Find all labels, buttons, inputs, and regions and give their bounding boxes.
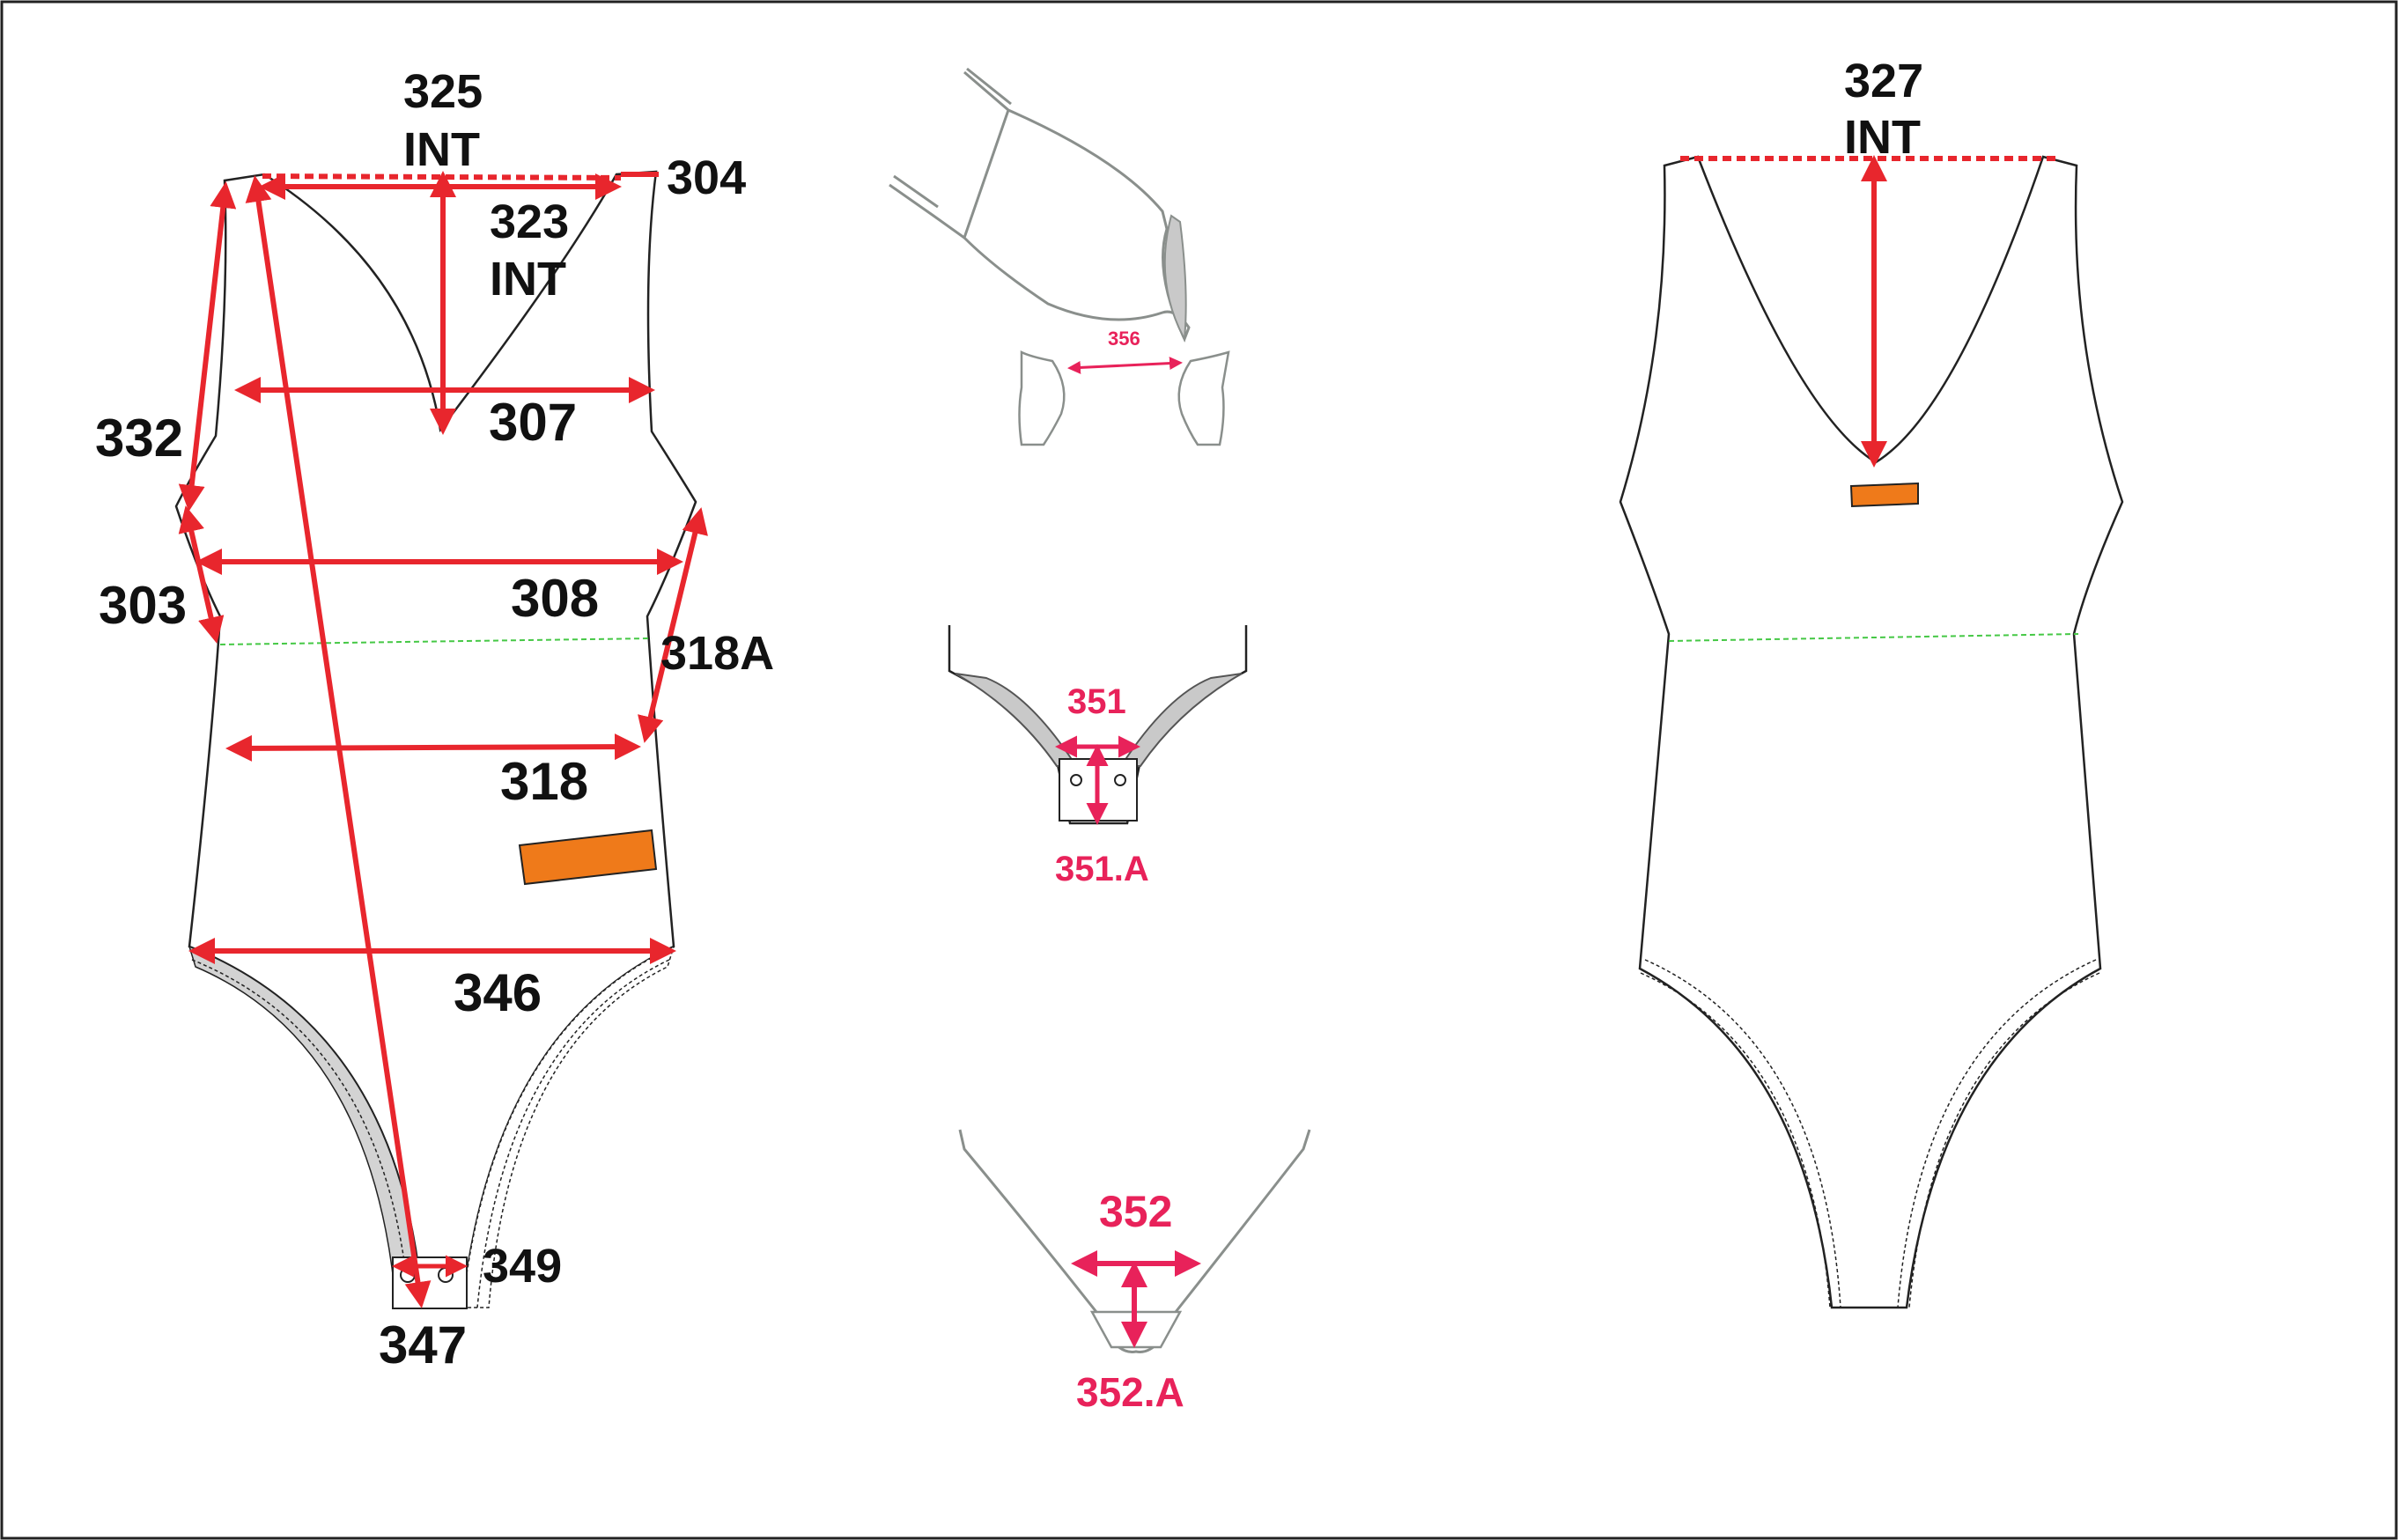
measure-318-line <box>225 733 641 762</box>
label-303: 303 <box>99 576 187 635</box>
label-327-int: INT <box>1844 111 1921 164</box>
strap-stretch-detail: 356 <box>889 67 1230 446</box>
label-352: 352 <box>1099 1187 1172 1236</box>
label-308: 308 <box>511 569 599 628</box>
right-hand-icon <box>1177 350 1230 446</box>
snap-left <box>400 1267 416 1283</box>
front-label-patch <box>518 829 658 886</box>
label-349: 349 <box>483 1240 562 1293</box>
measure-356-line <box>1067 357 1183 374</box>
strap-lining <box>1163 214 1187 343</box>
strap-garment-outline <box>963 70 1191 343</box>
back-label-patch <box>1849 482 1919 508</box>
label-323: 323 <box>490 195 569 248</box>
label-304: 304 <box>667 151 746 204</box>
label-318: 318 <box>500 752 588 811</box>
label-318a: 318A <box>660 627 774 680</box>
front-view: 325 INT 304 323 INT 332 307 303 308 318A… <box>95 65 774 1374</box>
crotch-front-right-band <box>1119 673 1243 767</box>
front-right-leg-band <box>461 945 675 1308</box>
measure-347-line <box>245 175 432 1308</box>
label-325-int: INT <box>403 123 480 176</box>
snap-right <box>438 1267 454 1283</box>
label-347: 347 <box>379 1315 467 1374</box>
measure-332-line <box>178 181 237 512</box>
label-323-int: INT <box>490 253 566 306</box>
label-325: 325 <box>403 65 483 118</box>
crotch-detail-back: 352 352.A <box>958 1129 1311 1415</box>
label-346: 346 <box>454 963 542 1022</box>
crotch-front-left-band <box>955 673 1078 767</box>
front-body-outline <box>174 170 697 1309</box>
crotch-detail-front: 351 351.A <box>948 625 1248 888</box>
label-327: 327 <box>1844 55 1923 107</box>
label-352a: 352.A <box>1076 1369 1184 1415</box>
label-351a: 351.A <box>1055 850 1149 888</box>
left-hand-icon <box>1018 350 1066 446</box>
label-307: 307 <box>489 393 577 452</box>
back-waist-line <box>1668 633 2079 642</box>
label-356: 356 <box>1108 328 1140 350</box>
back-body-outline <box>1619 155 2124 1309</box>
crotch-back-outline <box>958 1129 1311 1353</box>
back-view: 327 INT <box>1619 55 2124 1309</box>
measure-318a-line <box>638 507 708 743</box>
label-351: 351 <box>1067 682 1126 721</box>
label-332: 332 <box>95 409 183 468</box>
